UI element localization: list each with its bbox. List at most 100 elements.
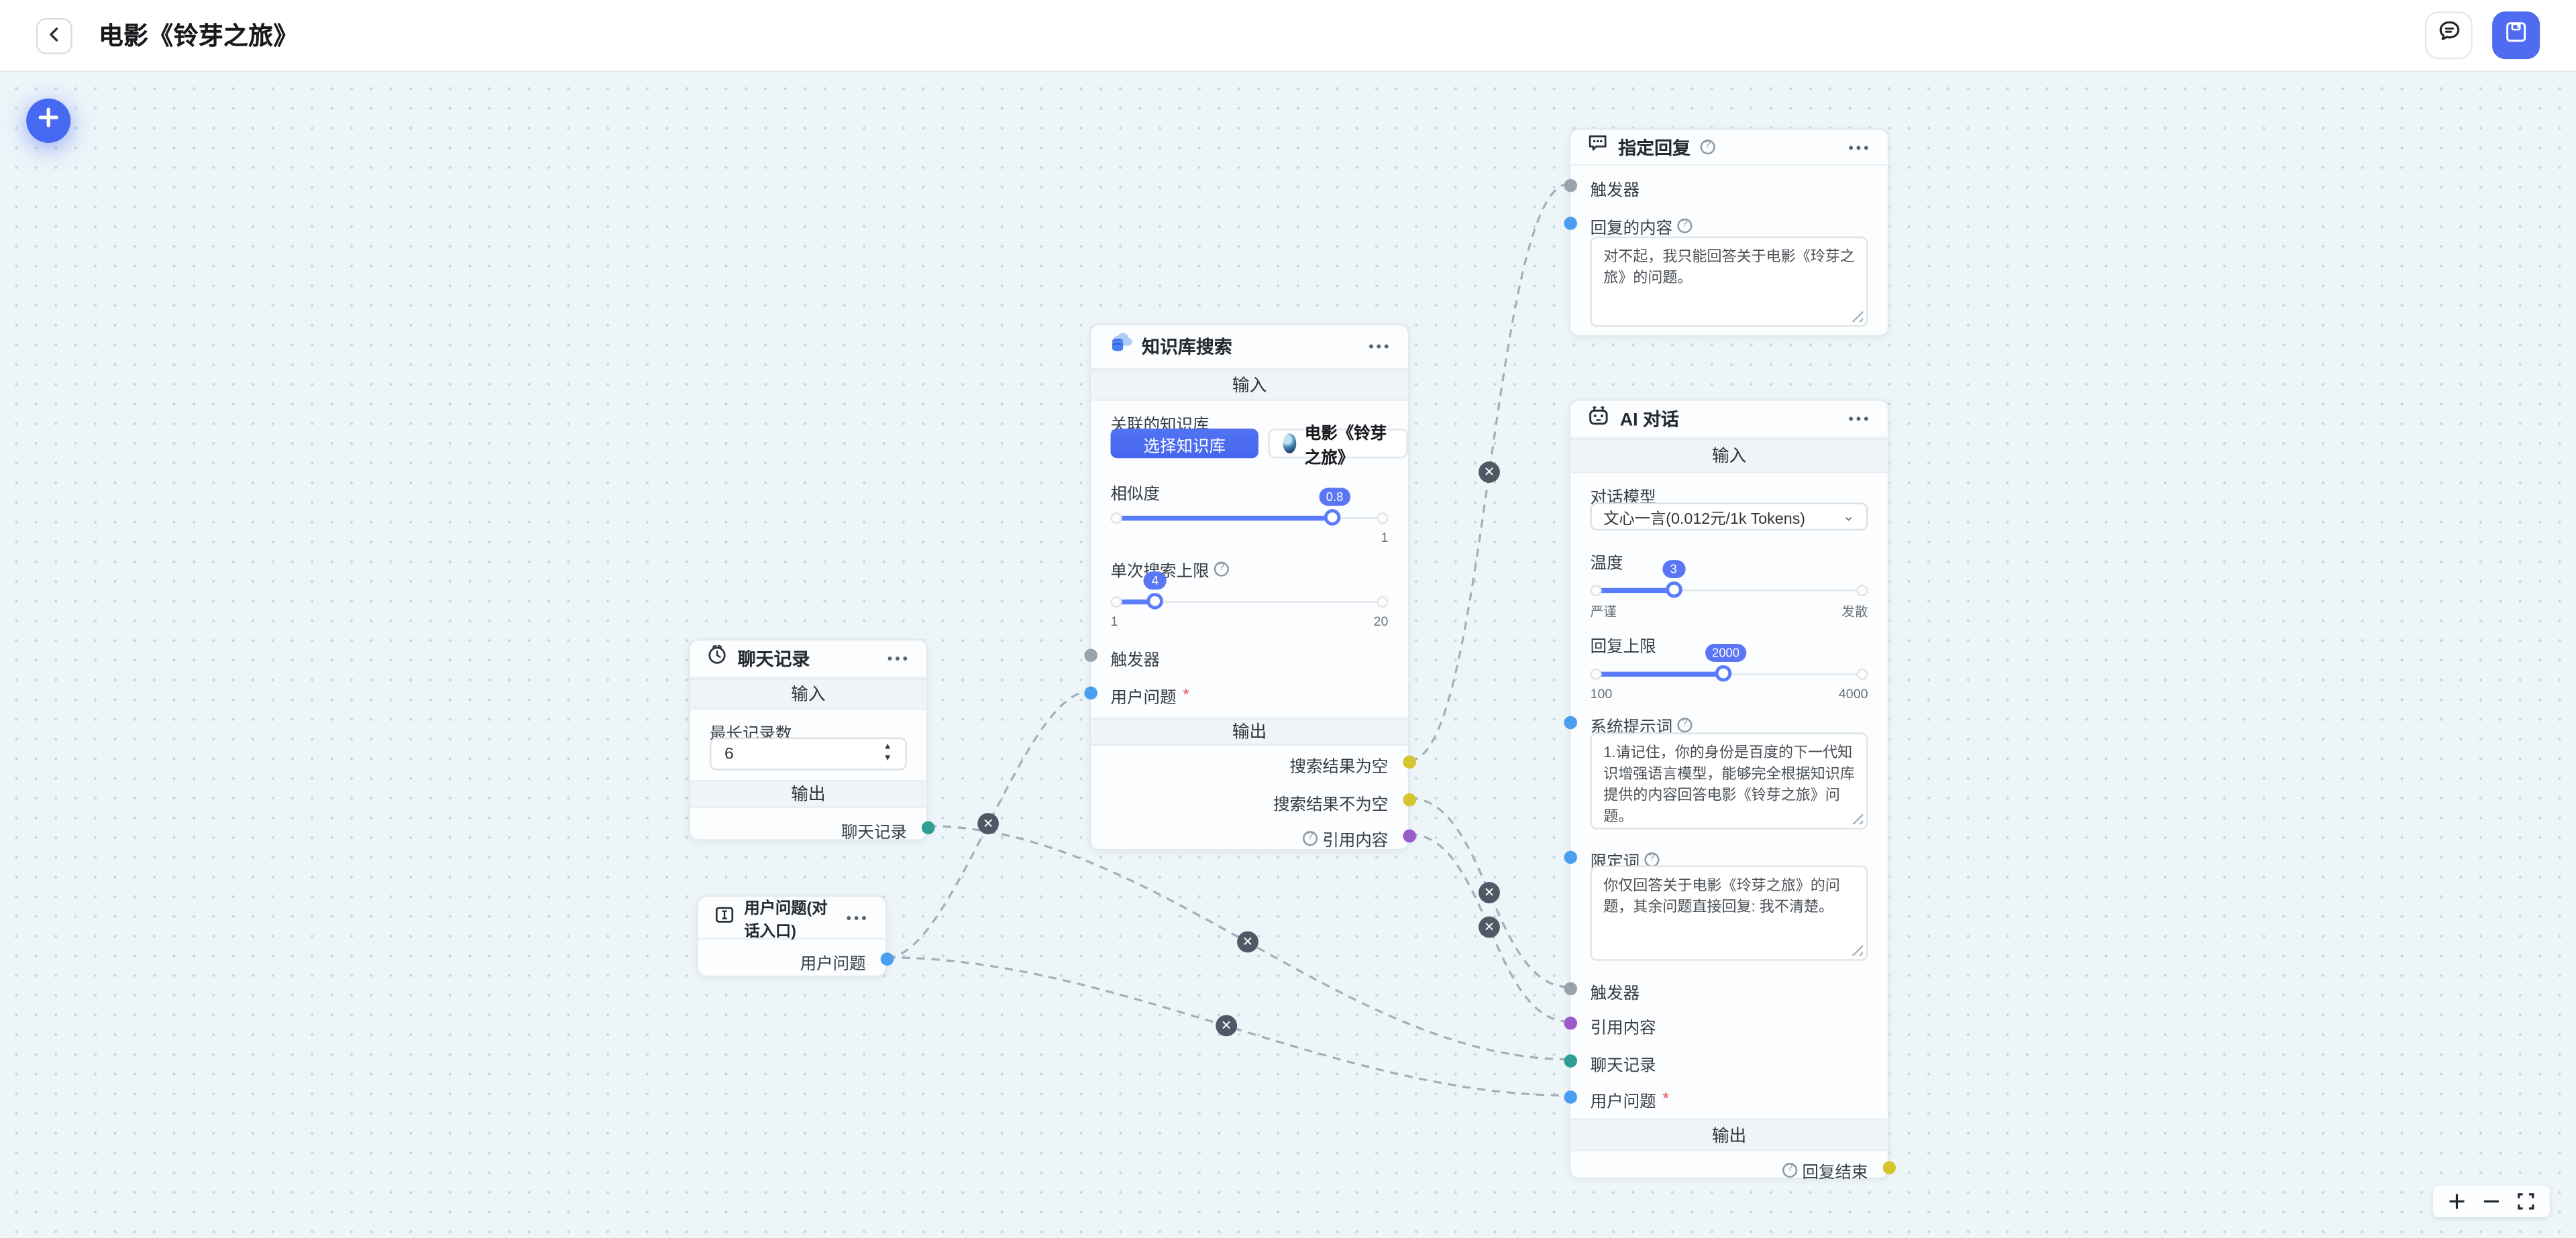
similarity-slider-thumb[interactable] — [1324, 509, 1341, 526]
select-kb-button[interactable]: 选择知识库 — [1110, 429, 1258, 459]
zoom-controls — [2432, 1186, 2550, 1217]
search-limit-label: 单次搜索上限? — [1111, 557, 1229, 581]
port-system-prompt-in[interactable] — [1563, 716, 1576, 730]
edge-delete-icon[interactable]: ✕ — [977, 813, 999, 835]
reply-content-textarea[interactable]: 对不起，我只能回答关于电影《玲芽之旅》的问题。 — [1590, 236, 1868, 327]
model-select[interactable]: 文心一言(0.012元/1k Tokens) ⌄ — [1590, 502, 1868, 531]
port-qualifier-in[interactable] — [1563, 850, 1576, 864]
node-menu-button[interactable]: ••• — [1848, 410, 1872, 427]
port-label-trigger: 触发器 — [1590, 985, 1640, 1004]
node-ai-chat[interactable]: AI 对话 ••• 输入 对话模型 文心一言(0.012元/1k Tokens)… — [1563, 399, 1895, 1182]
help-icon[interactable]: ? — [1700, 139, 1715, 155]
reply-limit-slider[interactable]: 2000 — [1590, 644, 1868, 682]
temperature-value-badge: 3 — [1662, 560, 1685, 579]
edge-delete-icon[interactable]: ✕ — [1479, 882, 1500, 903]
help-icon[interactable]: ? — [1677, 718, 1693, 733]
port-reply-content-in[interactable] — [1563, 217, 1576, 230]
node-fixed-reply[interactable]: 指定回复 ? ••• 触发器 回复的内容? 对不起，我只能回答关于电影《玲芽之旅… — [1563, 128, 1890, 337]
help-icon[interactable]: ? — [1782, 1162, 1798, 1178]
port-chat-history-out[interactable] — [920, 821, 934, 835]
edge-delete-icon[interactable]: ✕ — [1237, 931, 1258, 953]
robot-icon — [1587, 403, 1610, 435]
reply-limit-max-label: 4000 — [1838, 686, 1868, 701]
reply-limit-label: 回复上限 — [1590, 638, 1656, 657]
node-menu-button[interactable]: ••• — [1848, 138, 1872, 156]
port-trigger-in[interactable] — [1563, 178, 1576, 192]
fit-view-button[interactable] — [2512, 1188, 2540, 1216]
node-user-entry-titlebar: 用户问题(对话入口) ••• — [698, 897, 886, 940]
search-limit-slider[interactable]: 4 — [1110, 571, 1389, 610]
port-trigger-in[interactable] — [1563, 982, 1576, 996]
max-records-input[interactable]: 6 ▲▼ — [709, 737, 907, 771]
temperature-slider-thumb[interactable] — [1665, 581, 1682, 598]
text-cursor-icon — [714, 903, 734, 932]
node-user-entry[interactable]: 用户问题(对话入口) ••• 用户问题 — [696, 895, 894, 978]
port-chat-history-in[interactable] — [1563, 1054, 1576, 1068]
reply-limit-slider-thumb[interactable] — [1715, 665, 1732, 682]
input-section-header: 输入 — [1091, 370, 1408, 401]
node-kb-search-titlebar: 知识库搜索 ••• — [1091, 325, 1408, 370]
node-title: 指定回复 — [1618, 138, 1691, 159]
output-section-header: 输出 — [1570, 1118, 1888, 1151]
port-user-question-in[interactable] — [1563, 1090, 1576, 1104]
port-label-chat-history-out: 聊天记录 — [841, 824, 907, 843]
port-trigger-in[interactable] — [1083, 649, 1097, 662]
input-section-header: 输入 — [1570, 438, 1888, 473]
model-select-value: 文心一言(0.012元/1k Tokens) — [1603, 510, 1806, 528]
port-reply-end-out[interactable] — [1882, 1161, 1895, 1175]
port-result-not-empty-out[interactable] — [1402, 793, 1415, 807]
node-chat-history-titlebar: 聊天记录 ••• — [690, 640, 927, 679]
search-limit-min-label: 1 — [1110, 614, 1118, 629]
save-button[interactable] — [2492, 11, 2540, 60]
save-floppy-icon — [2504, 19, 2528, 52]
chevron-left-icon — [46, 21, 62, 50]
edge-delete-icon[interactable]: ✕ — [1216, 1015, 1238, 1037]
node-fixed-reply-titlebar: 指定回复 ? ••• — [1570, 129, 1888, 166]
port-label-trigger: 触发器 — [1590, 182, 1640, 201]
port-label-reply-end: ?回复结束 — [1591, 1158, 1868, 1182]
zoom-out-button[interactable] — [2477, 1188, 2506, 1216]
port-label-user-question: 用户问题* — [1590, 1090, 1669, 1112]
edge-delete-icon[interactable]: ✕ — [1479, 461, 1500, 484]
port-label-user-question: 用户问题* — [1110, 686, 1189, 708]
port-result-empty-out[interactable] — [1402, 755, 1415, 769]
zoom-in-button[interactable] — [2443, 1188, 2471, 1216]
step-down-icon: ▼ — [883, 752, 892, 763]
clock-icon — [706, 644, 728, 673]
help-icon[interactable]: ? — [1677, 218, 1693, 233]
number-stepper[interactable]: ▲▼ — [883, 743, 892, 763]
help-icon[interactable]: ? — [1303, 831, 1318, 846]
node-kb-search[interactable]: 知识库搜索 ••• 输入 关联的知识库 选择知识库 电影《铃芽之旅》 相似度 0… — [1083, 323, 1415, 851]
edge-delete-icon[interactable]: ✕ — [1479, 916, 1500, 938]
workflow-canvas[interactable]: ✕ ✕ ✕ ✕ ✕ ✕ — [0, 72, 2576, 1238]
port-ref-content-out[interactable] — [1402, 829, 1415, 843]
input-section-header: 输入 — [690, 678, 927, 710]
node-menu-button[interactable]: ••• — [887, 650, 910, 667]
port-label-user-question-out: 用户问题 — [800, 956, 866, 974]
port-user-question-in[interactable] — [1083, 686, 1097, 700]
chevron-down-icon: ⌄ — [1842, 507, 1855, 524]
topbar-actions — [2424, 11, 2540, 60]
node-menu-button[interactable]: ••• — [1368, 338, 1392, 355]
node-chat-history[interactable]: 聊天记录 ••• 输入 最长记录数 6 ▲▼ 输出 聊天记录 — [688, 638, 934, 843]
temperature-label: 温度 — [1590, 555, 1623, 573]
similarity-slider[interactable]: 0.8 — [1110, 488, 1389, 526]
node-menu-button[interactable]: ••• — [846, 909, 869, 926]
port-user-question-out[interactable] — [879, 952, 894, 966]
search-limit-slider-thumb[interactable] — [1146, 593, 1163, 610]
port-ref-content-in[interactable] — [1563, 1016, 1576, 1030]
temperature-slider[interactable]: 3 — [1590, 560, 1868, 598]
reply-limit-value-badge: 2000 — [1705, 644, 1746, 662]
kb-chip-label: 电影《铃芽之旅》 — [1304, 425, 1387, 468]
qualifier-textarea[interactable]: 你仅回答关于电影《玲芽之旅》的问题，其余问题直接回复: 我不清楚。 — [1590, 865, 1868, 961]
node-title: AI 对话 — [1619, 410, 1680, 431]
help-icon[interactable]: ? — [1214, 561, 1229, 577]
back-button[interactable] — [36, 17, 72, 54]
system-prompt-textarea[interactable]: 1.请记住，你的身份是百度的下一代知识增强语言模型，能够完全根据知识库提供的内容… — [1590, 732, 1868, 830]
plus-icon — [38, 106, 59, 135]
reply-limit-min-label: 100 — [1590, 686, 1613, 701]
add-node-button[interactable] — [26, 98, 71, 144]
kb-chip[interactable]: 电影《铃芽之旅》 — [1268, 425, 1408, 468]
debug-chat-button[interactable] — [2424, 11, 2473, 60]
temperature-min-label: 严谨 — [1590, 604, 1617, 620]
